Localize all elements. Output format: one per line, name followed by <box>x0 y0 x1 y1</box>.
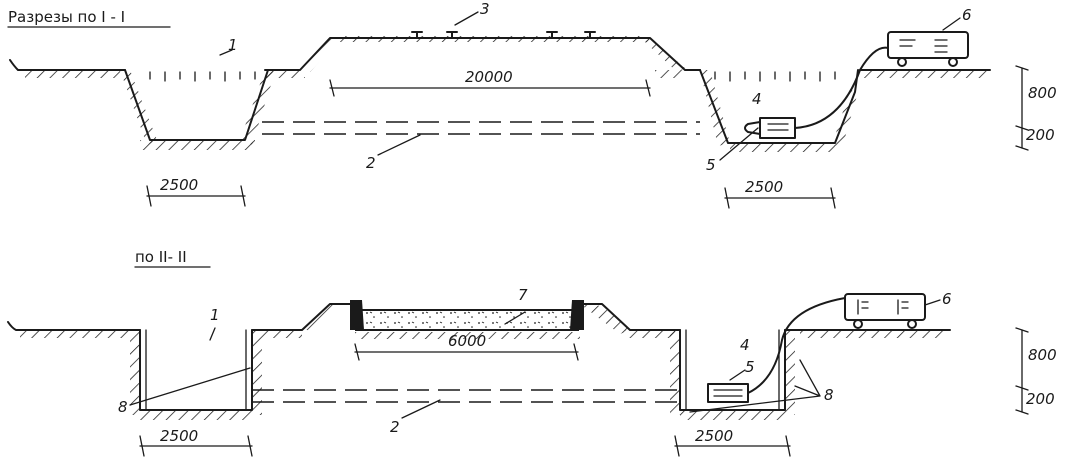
dim-pit-right-label: 2500 <box>745 178 783 196</box>
leader-7 <box>504 311 526 325</box>
shaft-right-shoring <box>685 329 780 411</box>
dim-slab-width-label: 6000 <box>448 332 486 350</box>
pit-left-outline <box>124 69 269 141</box>
leader-8-left <box>129 367 251 406</box>
hose-line <box>794 46 889 129</box>
ground-line <box>9 37 991 71</box>
ground-hatching-bottom <box>20 302 945 420</box>
section-bottom: по II- II <box>7 248 1057 457</box>
callout-4-bottom: 4 <box>740 336 750 354</box>
dim-pit-left-label: 2500 <box>160 176 198 194</box>
callout-8-right: 8 <box>824 386 834 404</box>
callout-7: 7 <box>518 286 528 304</box>
ground-hatching <box>25 36 990 152</box>
callout-3: 3 <box>480 0 490 18</box>
leader-6 <box>942 17 961 31</box>
dim-depth-bottom: 800 200 <box>1015 327 1057 415</box>
shaft-left-shoring <box>145 329 247 411</box>
callout-2-bottom: 2 <box>390 418 400 436</box>
leader-2 <box>377 134 421 156</box>
section-top: Разрезы по I - I <box>7 0 1057 209</box>
leader-1 <box>219 49 233 56</box>
dim-road-width: 20000 <box>329 68 651 97</box>
callout-6: 6 <box>962 6 972 24</box>
leader-6-bottom <box>924 299 941 306</box>
pit-fill-ticks <box>149 71 836 82</box>
callout-5-bottom: 5 <box>745 358 755 376</box>
dim-depth-top: 800 200 <box>1015 65 1057 151</box>
leader-5-bottom <box>729 369 746 381</box>
callout-2: 2 <box>366 154 376 172</box>
dim-shaft-left-label: 2500 <box>160 427 198 445</box>
shaft-right-outline <box>679 329 786 411</box>
dim-pit-right: 2500 <box>724 178 836 209</box>
callout-1: 1 <box>228 36 238 54</box>
dim-depth-bottom-200: 200 <box>1026 390 1055 408</box>
ground-line-bottom <box>7 303 951 331</box>
dim-shaft-right-label: 2500 <box>695 427 733 445</box>
pit-right-outline <box>699 69 859 144</box>
leader-8-right <box>689 359 821 413</box>
slab-7 <box>350 300 584 331</box>
dim-road-width-label: 20000 <box>465 68 513 86</box>
dim-slab-width: 6000 <box>354 332 579 361</box>
compressor-unit-bottom <box>844 293 926 329</box>
section-top-title: Разрезы по I - I <box>8 8 125 26</box>
leader-2-bottom <box>401 399 441 419</box>
leader-1-bottom <box>209 327 216 341</box>
callout-1-bottom: 1 <box>210 306 220 324</box>
callout-8-left: 8 <box>118 398 128 416</box>
punch-machine-bottom <box>707 383 749 403</box>
dim-shaft-left: 2500 <box>139 427 253 457</box>
dim-depth-top-200: 200 <box>1026 126 1055 144</box>
leader-5 <box>719 127 759 161</box>
road-markers <box>411 31 596 39</box>
dim-pit-left: 2500 <box>146 176 246 207</box>
callout-4: 4 <box>752 90 762 108</box>
callout-6-bottom: 6 <box>942 290 952 308</box>
shaft-left-outline <box>139 329 253 411</box>
section-bottom-title: по II- II <box>135 248 187 266</box>
callout-5: 5 <box>706 156 716 174</box>
dim-depth-bottom-800: 800 <box>1028 346 1057 364</box>
hose-line-bottom <box>747 297 846 394</box>
leader-3 <box>454 11 479 26</box>
compressor-unit <box>887 31 969 67</box>
dim-depth-top-800: 800 <box>1028 84 1057 102</box>
dim-shaft-right: 2500 <box>674 427 791 457</box>
punch-machine <box>744 117 796 139</box>
